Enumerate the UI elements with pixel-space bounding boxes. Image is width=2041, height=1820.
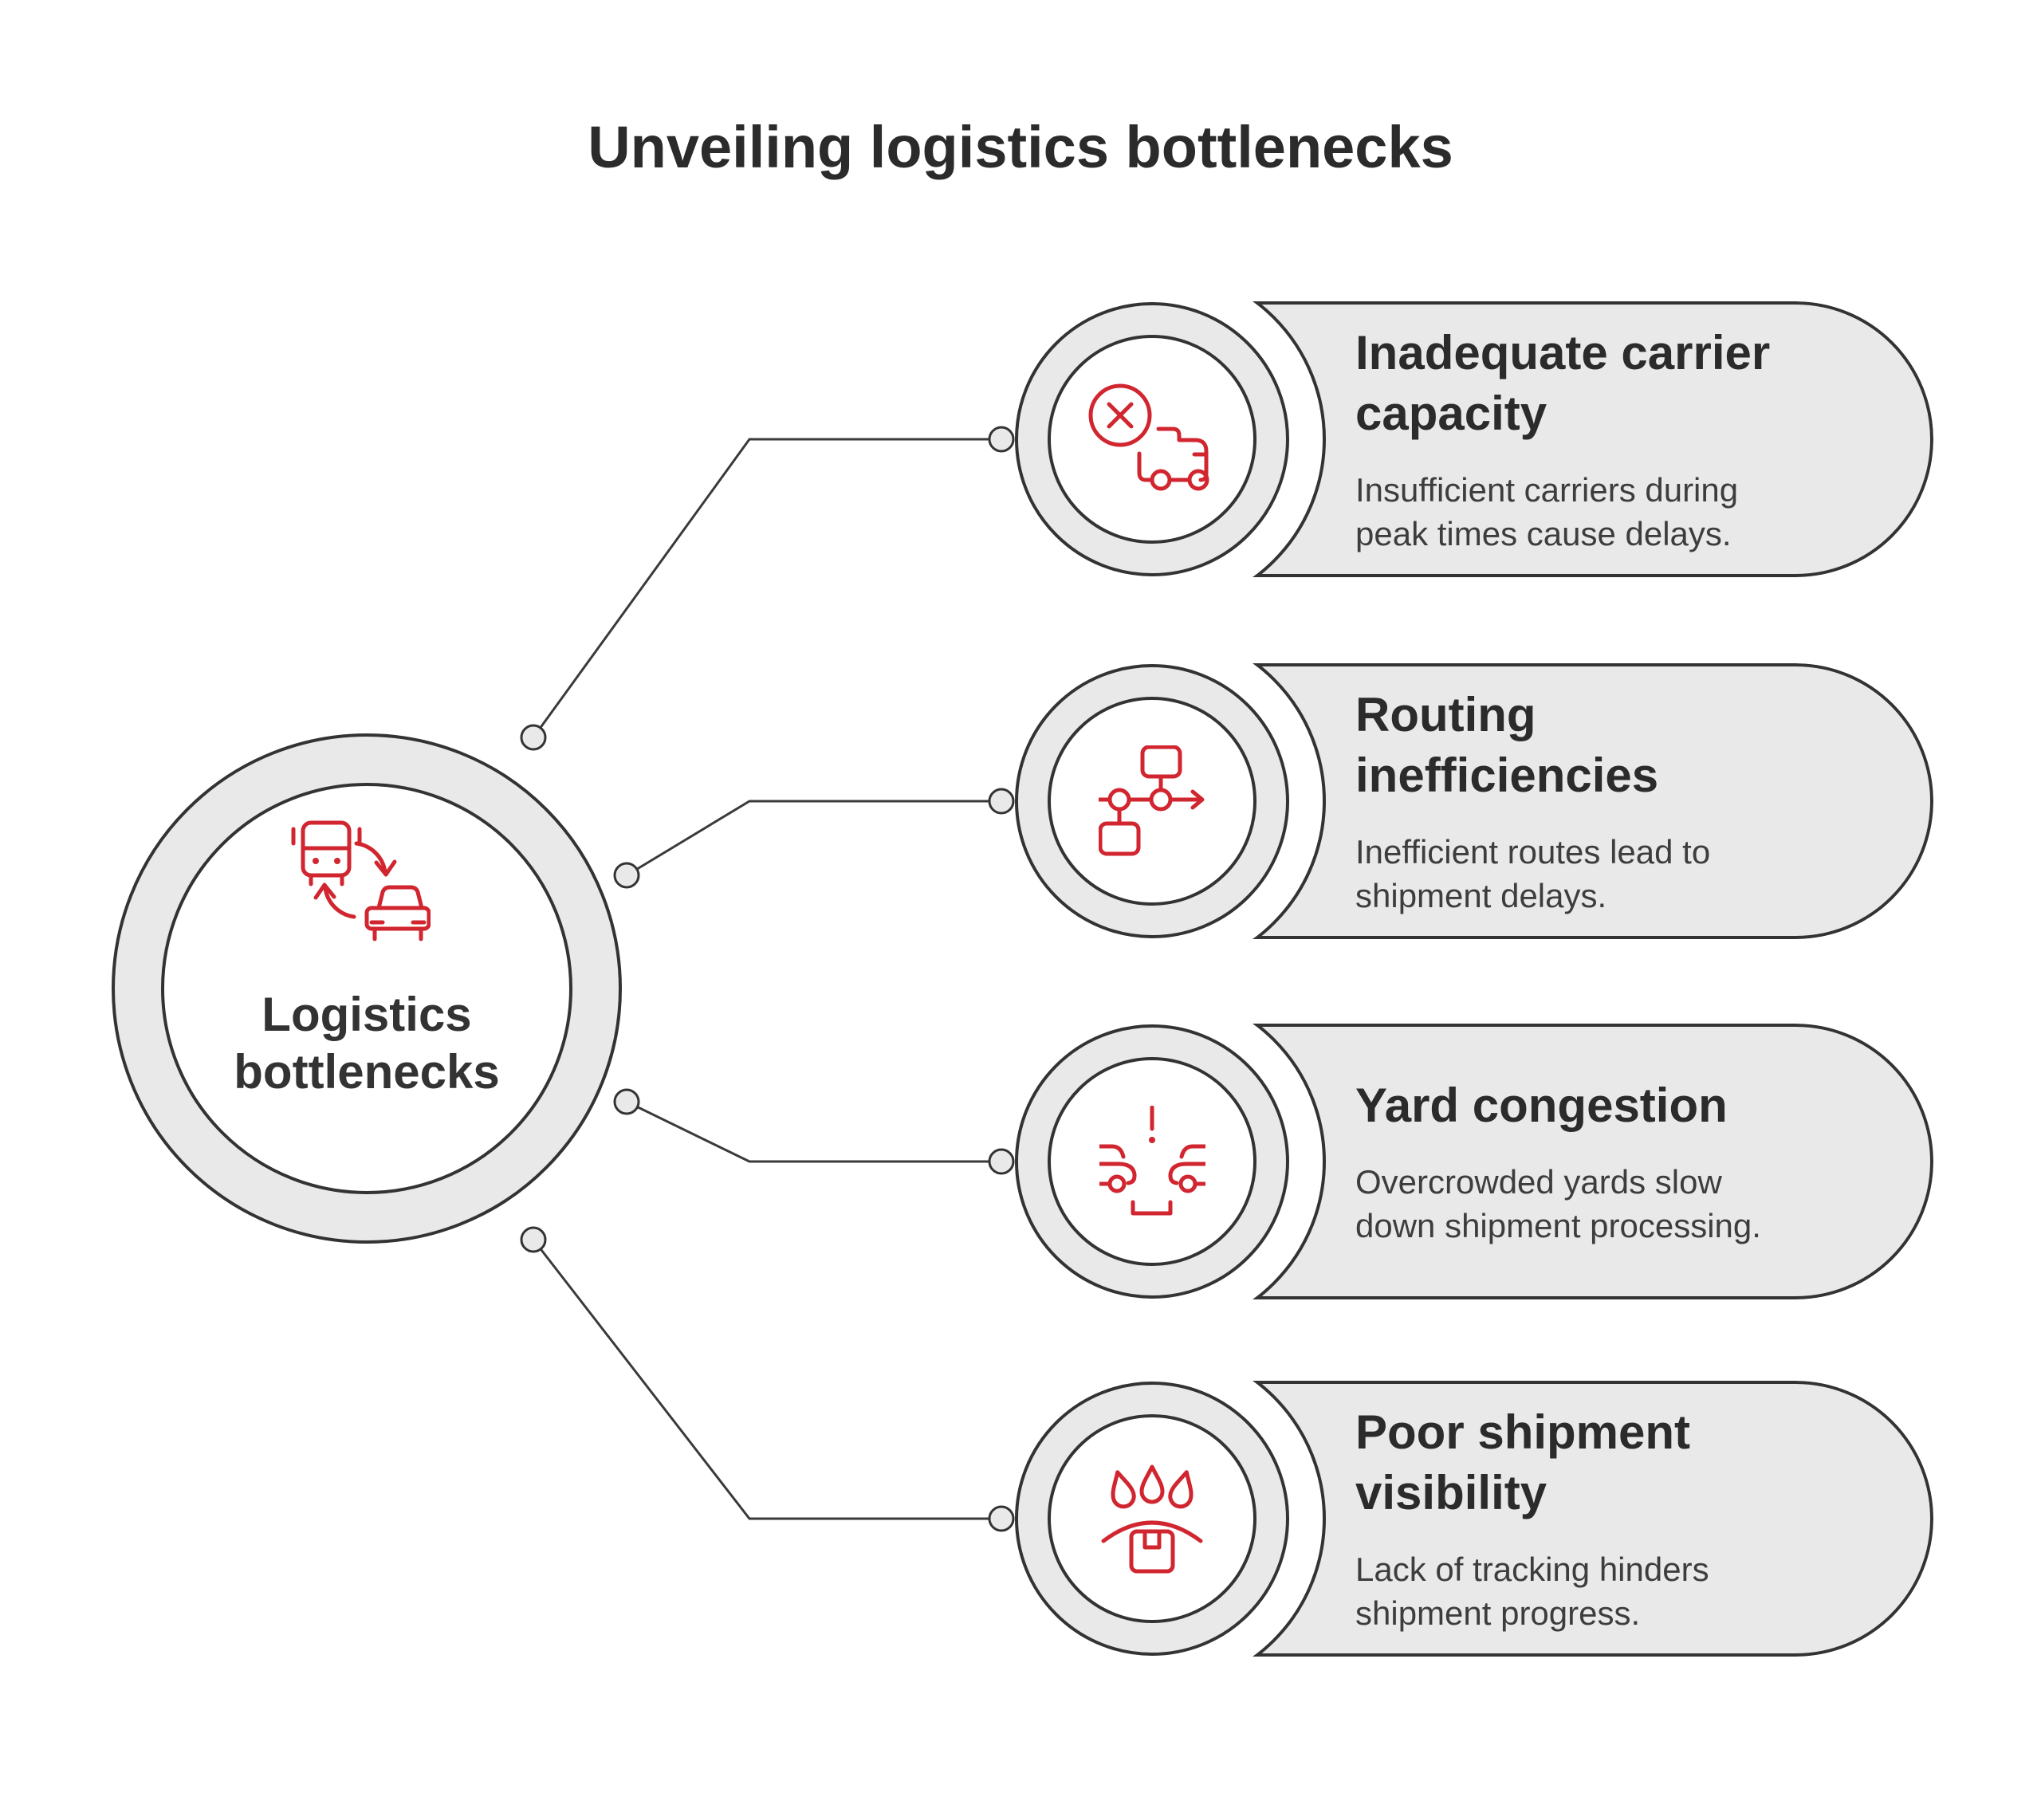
- node-dot: [988, 788, 1015, 815]
- center-circle: [161, 783, 572, 1194]
- node-dot: [988, 426, 1015, 453]
- item-1-content: Inadequate carrier capacity Insufficient…: [1355, 301, 1790, 577]
- cancelled-truck-icon: [1088, 383, 1209, 491]
- yard-congestion-icon: [1099, 1106, 1205, 1216]
- item-4-content: Poor shipment visibility Lack of trackin…: [1355, 1381, 1790, 1657]
- node-dot: [988, 1505, 1015, 1532]
- item-description: Lack of tracking hinders shipment progre…: [1355, 1551, 1709, 1632]
- connector-3: [626, 1100, 1001, 1163]
- item-badge-3: [1048, 1057, 1256, 1266]
- item-badge-1: [1048, 335, 1256, 544]
- node-dot: [988, 1148, 1015, 1175]
- node-dot: [613, 862, 640, 889]
- node-dot: [613, 1088, 640, 1115]
- node-dot: [520, 724, 547, 751]
- item-badge-2: [1048, 697, 1256, 906]
- page-title: Unveiling logistics bottlenecks: [588, 114, 1453, 180]
- item-title: Routing inefficiencies: [1355, 688, 1659, 802]
- item-title: Poor shipment visibility: [1355, 1405, 1691, 1519]
- item-pill-1: Inadequate carrier capacity Insufficient…: [1152, 301, 1933, 577]
- item-description: Inefficient routes lead to shipment dela…: [1355, 833, 1711, 914]
- item-badge-4: [1048, 1414, 1256, 1623]
- item-title: Inadequate carrier capacity: [1355, 326, 1771, 440]
- item-3-content: Yard congestion Overcrowded yards slow d…: [1355, 1024, 1790, 1299]
- connector-2: [626, 800, 1001, 877]
- connector-1: [532, 438, 1001, 738]
- vehicle-swap-icon: [291, 820, 431, 941]
- route-flowchart-icon: [1098, 745, 1204, 856]
- item-description: Insufficient carriers during peak times …: [1355, 471, 1739, 552]
- package-rain-icon: [1101, 1464, 1203, 1574]
- item-2-content: Routing inefficiencies Inefficient route…: [1355, 663, 1790, 939]
- item-description: Overcrowded yards slow down shipment pro…: [1355, 1163, 1761, 1244]
- item-title: Yard congestion: [1355, 1079, 1728, 1132]
- node-dot: [520, 1226, 547, 1253]
- connector-4: [532, 1239, 1001, 1520]
- center-label: Logistics bottlenecks: [234, 988, 500, 1099]
